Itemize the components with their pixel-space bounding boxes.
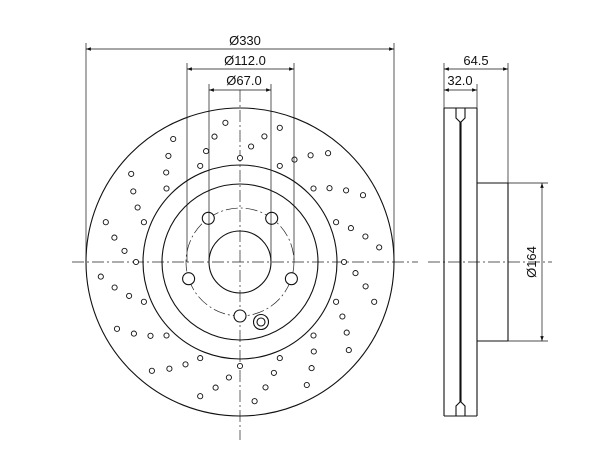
drill-hole [130,188,137,195]
drill-hole [308,365,315,372]
drill-hole [270,369,277,376]
bolt-hole [201,211,215,225]
drill-hole [310,185,317,192]
drill-hole [163,332,170,339]
drill-hole [121,247,128,254]
friction-ring-inner-edge [142,164,338,360]
dim-label-outer-diameter: Ø330 [229,33,261,48]
drill-hole [303,381,310,389]
drill-hole [333,298,340,305]
drill-hole [276,124,283,131]
drill-hole [343,329,350,336]
drill-hole [163,185,170,192]
drill-hole [333,219,340,226]
drill-hole [197,393,204,400]
bolt-hole [182,272,196,286]
drill-hole [262,384,269,391]
drilled-holes [97,119,383,405]
drill-hole [359,192,367,199]
drill-hole [203,148,210,155]
drill-hole [225,374,232,381]
drill-hole [251,398,258,405]
drill-hole [170,135,177,143]
locating-hole-outer [252,313,270,331]
drill-hole [111,284,118,291]
drill-hole [345,347,352,354]
drill-hole [140,298,147,305]
bolt-hole [233,309,247,323]
drill-hole [197,162,204,169]
drill-hole [376,244,383,251]
dim-label-bolt-circle-diameter: Ø112.0 [224,53,266,68]
drill-hole [163,169,170,176]
drill-hole [113,325,121,332]
drill-hole [211,133,218,140]
side-dimensions: 64.5 32.0 Ø164 [443,53,548,342]
drill-hole [166,365,173,372]
drill-hole [371,298,378,305]
drill-hole [97,273,104,280]
drill-hole [132,258,140,266]
drill-hole [134,204,141,211]
drill-hole [140,219,147,226]
drill-hole [326,185,333,192]
drill-hole [276,162,283,169]
drill-hole [291,156,298,163]
dim-label-disc-thickness: 32.0 [447,73,472,88]
bolt-holes [182,211,298,323]
drill-hole [325,150,332,157]
front-view [72,90,418,440]
drill-hole [340,258,348,266]
drill-hole [147,332,154,339]
dim-label-hat-diameter: Ø164 [524,246,539,278]
drill-hole [307,152,314,159]
drill-hole [261,133,268,140]
dim-label-center-bore-diameter: Ø67.0 [226,73,261,88]
drill-hole [352,270,359,277]
drill-hole [197,355,204,362]
drill-hole [276,355,283,362]
drill-hole [130,330,137,337]
drill-hole [126,292,133,299]
drill-hole [339,313,346,320]
drill-hole [148,367,155,374]
bolt-hole [284,272,298,286]
drill-hole [182,361,189,368]
drill-hole [212,384,219,391]
locating-hole-inner [256,317,266,327]
drill-hole [310,348,317,355]
front-dimensions: Ø330 Ø112.0 Ø67.0 [85,33,395,262]
vent-right-line [460,108,466,416]
dim-label-total-height: 64.5 [463,53,488,68]
drill-hole [347,225,354,232]
drill-hole [102,219,109,226]
drill-hole [111,234,118,241]
drill-hole [248,143,255,150]
vent-left-line [455,108,461,416]
drill-hole [236,362,244,370]
hat-edge [161,183,319,341]
drill-hole [128,170,135,177]
drill-hole [165,152,172,159]
drill-hole [222,119,229,126]
drill-hole [236,154,244,162]
drill-hole [362,283,369,290]
drill-hole [343,187,350,194]
drill-hole [310,332,317,339]
drill-hole [362,233,369,240]
side-view [428,107,552,417]
bolt-hole [265,211,279,225]
